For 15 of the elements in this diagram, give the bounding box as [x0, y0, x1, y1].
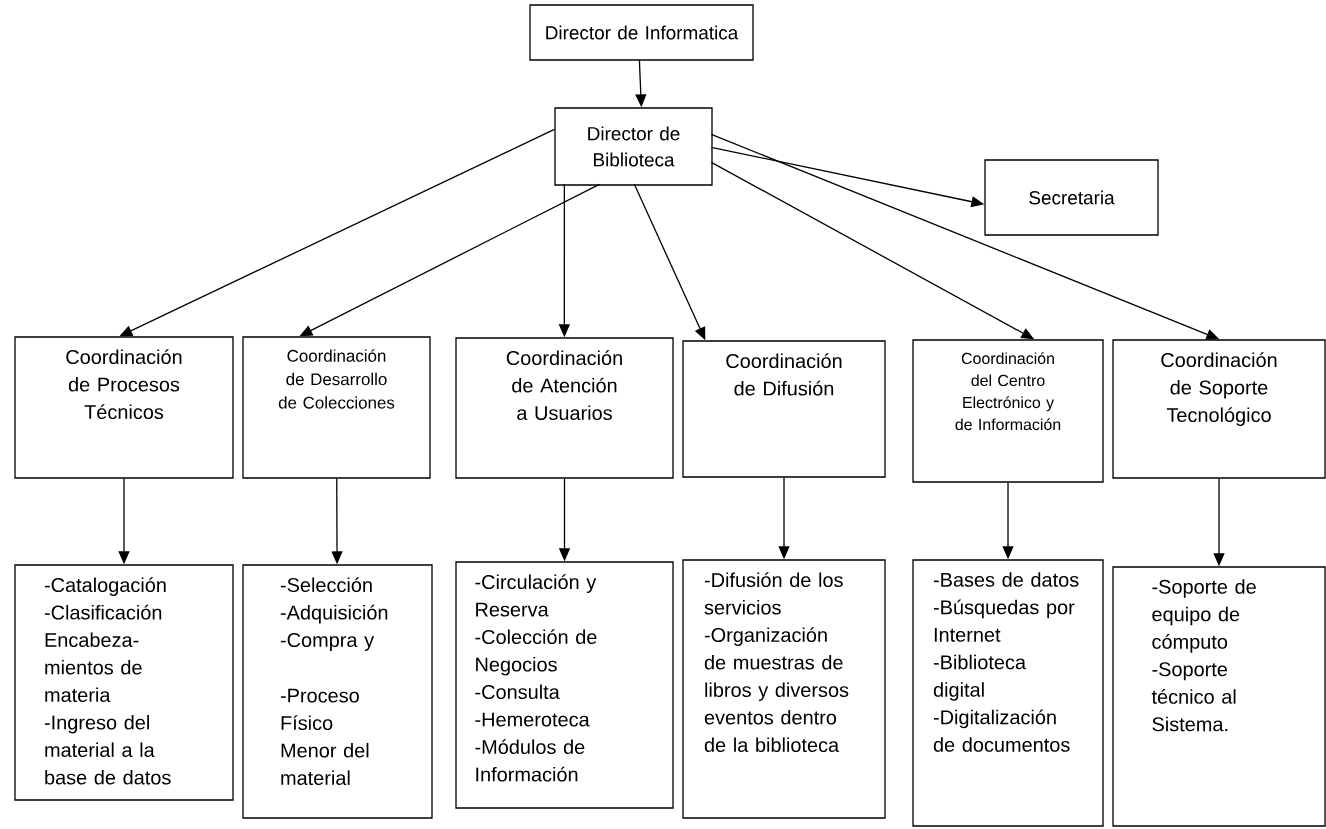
position-box: Director de Biblioteca: [554, 107, 713, 186]
department-box: Coordinación del Centro Electrónico y de Información: [912, 339, 1104, 483]
department-box: Coordinación de Difusión: [682, 340, 886, 478]
department-box: Coordinación de Procesos Técnicos: [14, 336, 234, 479]
department-box: Coordinación de Atención a Usuarios: [455, 337, 674, 479]
task-list-box: -Bases de datos -Búsquedas por Internet -Biblioteca digital -Digitalización de documentos: [912, 559, 1104, 827]
position-box: Director de Informatica: [529, 4, 754, 61]
task-list-box: -Circulación y Reserva -Colección de Negocios -Consulta -Hemeroteca -Módulos de Información: [455, 561, 674, 809]
department-box: Coordinación de Desarrollo de Colecciones: [242, 336, 431, 479]
position-box: Secretaria: [984, 159, 1159, 236]
task-list-box: -Difusión de los servicios -Organización de muestras de libros y diversos eventos dentro de la biblioteca: [682, 559, 886, 819]
task-list-box: -Catalogación -Clasificación Encabeza- mientos de materia -Ingreso del material a la base de datos: [14, 564, 234, 801]
department-box: Coordinación de Soporte Tecnológico: [1112, 339, 1326, 479]
task-list-box: -Selección -Adquisición -Compra y -Proceso Físico Menor del material: [242, 564, 433, 819]
task-list-box: -Soporte de equipo de cómputo -Soporte técnico al Sistema.: [1112, 566, 1326, 827]
